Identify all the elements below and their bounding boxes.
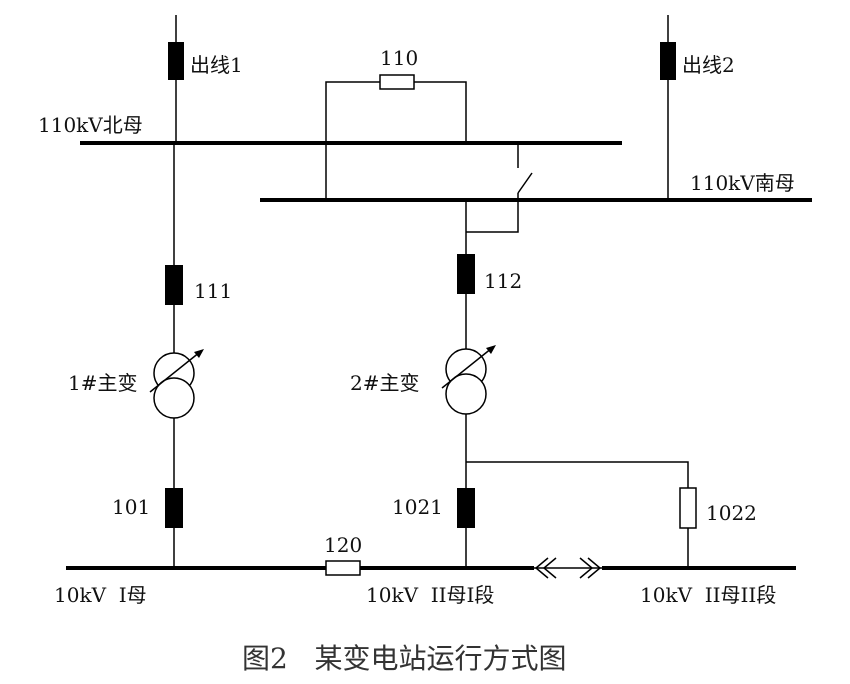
bus-tie-120-label: 120 — [324, 533, 362, 557]
transformer-2-tap-arrow — [441, 347, 493, 389]
bus-10kv-ii-section-1-label: 10kV II母I段 — [366, 583, 494, 607]
bus-110kv-north-label: 110kV北母 — [38, 113, 143, 137]
breaker-111-label: 111 — [194, 279, 232, 303]
section-tie-left-chevron-outer — [534, 557, 549, 579]
section-tie-right-chevron-outer — [587, 557, 602, 579]
bus-tie-120-breaker — [325, 560, 361, 576]
outgoing-line-1-label: 出线1 — [190, 53, 243, 77]
bus-10kv-ii-section-2-label: 10kV II母II段 — [640, 583, 776, 607]
breaker-1021 — [457, 488, 475, 528]
outgoing-line-2-breaker — [660, 42, 676, 80]
transformer-1-lower-winding — [153, 377, 195, 419]
transformer-2-label: 2#主变 — [350, 371, 419, 395]
outgoing-line-1-breaker — [168, 42, 184, 80]
bus-tie-110-label: 110 — [380, 46, 418, 70]
disconnect-switch-blade — [517, 172, 533, 194]
breaker-1022 — [679, 487, 697, 529]
breaker-111 — [165, 265, 183, 305]
breaker-1021-label: 1021 — [392, 495, 443, 519]
breaker-112 — [457, 254, 475, 294]
breaker-101 — [165, 488, 183, 528]
figure-caption: 图2 某变电站运行方式图 — [242, 642, 567, 675]
branch-1022-wire — [466, 461, 689, 568]
breaker-101-label: 101 — [112, 495, 150, 519]
transformer-1-tap-arrow — [149, 351, 201, 393]
bus-tie-110-breaker — [379, 74, 415, 90]
transformer-1-tap-arrowhead — [194, 349, 204, 358]
bus-10kv-i-label: 10kV I母 — [54, 583, 147, 607]
transformer-1-label: 1#主变 — [68, 371, 137, 395]
section-tie-left-chevron-inner — [542, 557, 557, 579]
breaker-112-label: 112 — [484, 269, 522, 293]
bus-110kv-south-label: 110kV南母 — [690, 171, 795, 195]
section-tie-right-chevron-inner — [579, 557, 594, 579]
outgoing-line-2-label: 出线2 — [682, 53, 735, 77]
transformer-2-lower-winding — [445, 373, 487, 415]
disconnect-switch-wire-bottom — [466, 193, 519, 233]
transformer-2-tap-arrowhead — [486, 345, 496, 354]
breaker-1022-label: 1022 — [706, 501, 757, 525]
